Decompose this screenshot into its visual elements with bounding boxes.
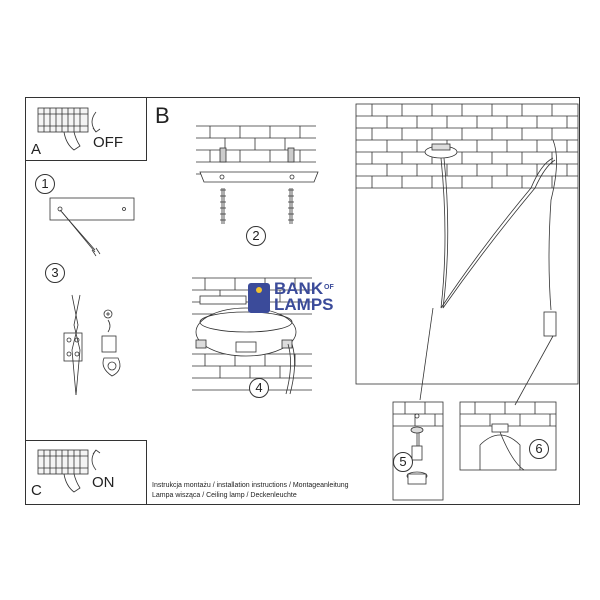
panel-a-action: OFF [93,134,123,151]
lighthouse-icon [248,283,270,313]
watermark-of: OF [324,284,334,291]
caption-line-1: Instrukcja montażu / installation instru… [152,482,349,489]
lighthouse-light-icon [256,287,262,293]
step-1-badge: 1 [35,174,55,194]
fuse-box-on-icon [37,449,101,493]
caption-line-2: Lampa wisząca / Ceiling lamp / Deckenleu… [152,492,297,499]
panel-c [25,440,147,505]
step-3-wiring [63,294,121,396]
step-2-badge: 2 [246,226,266,246]
page-frame [25,97,580,505]
step-6-shade [459,401,557,471]
watermark-bank: BANK [274,279,324,298]
step-3-badge: 3 [45,263,65,283]
step-6-badge: 6 [529,439,549,459]
fuse-box-off-icon [37,107,101,151]
panel-a [25,97,147,161]
watermark-logo: BANK OF LAMPS [248,279,352,315]
watermark-lamps: LAMPS [274,295,334,314]
panel-a-letter: A [31,141,42,158]
step-5-badge: 5 [393,452,413,472]
step-2-bracket [196,125,319,224]
panel-b-letter: B [155,103,170,128]
brick-wall-lamp [355,103,579,406]
step-4-badge: 4 [249,378,269,398]
step-5-socket [392,401,444,501]
panel-c-action: ON [92,474,115,491]
step-4-canopy [192,277,312,395]
panel-c-letter: C [31,482,42,499]
step-1-plate [49,197,135,257]
